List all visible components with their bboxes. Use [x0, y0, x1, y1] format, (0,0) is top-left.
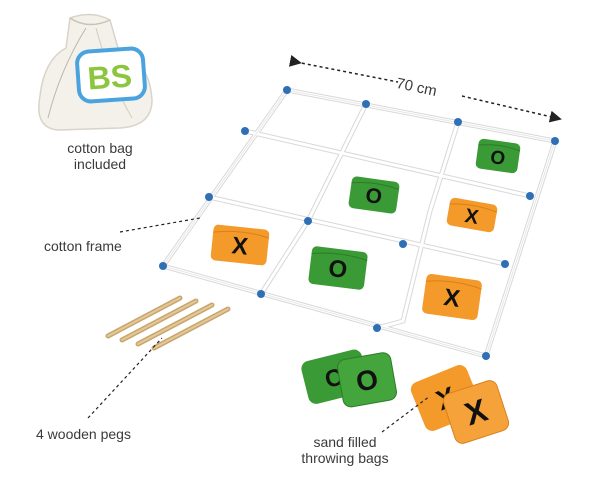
- board-bag-1: O: [475, 138, 521, 174]
- frame-knot: [399, 240, 407, 248]
- throwing-bags-label-line1: sand filled: [313, 434, 377, 450]
- bag-mark-o: O: [489, 147, 507, 170]
- bag-mark-o: O: [327, 255, 349, 284]
- bag-logo: BS: [86, 58, 133, 97]
- frame-knots: [159, 86, 559, 360]
- board-bag-4: X: [210, 224, 270, 266]
- throwing-bags-label: sand filled throwing bags: [290, 434, 400, 466]
- frame-knot: [257, 290, 265, 298]
- frame-knot: [304, 217, 312, 225]
- cotton-bag-label: cotton bag included: [52, 140, 148, 172]
- loose-bag-4: X: [442, 380, 510, 444]
- bag-mark-x: X: [442, 284, 462, 313]
- cotton-bag-label-line2: included: [73, 156, 127, 172]
- frame-knot: [241, 127, 249, 135]
- frame-knot: [501, 260, 509, 268]
- board-bag-2: O: [348, 176, 400, 214]
- bag-mark-x: X: [463, 205, 481, 229]
- loose-bag-2: O: [336, 352, 397, 408]
- leader-pegs: [87, 337, 163, 419]
- bag-mark-o: O: [354, 363, 381, 397]
- frame-knot: [526, 192, 534, 200]
- bag-mark-x: X: [230, 232, 249, 261]
- board-bag-3: X: [446, 197, 498, 233]
- bag-logo-backdrop: [75, 46, 147, 104]
- frame-knot: [362, 100, 370, 108]
- frame-knot: [454, 118, 462, 126]
- throwing-bags-label-line2: throwing bags: [301, 450, 389, 466]
- dimension-arrow: [288, 54, 562, 123]
- frame-knot: [283, 86, 291, 94]
- cotton-bag-label-line1: cotton bag: [67, 140, 133, 156]
- board-bag-6: X: [422, 273, 482, 321]
- cotton-frame: [158, 87, 559, 360]
- leader-frame: [119, 217, 201, 233]
- frame-knot: [159, 262, 167, 270]
- wooden-peg-icon: [151, 306, 231, 351]
- frame-knot: [205, 193, 213, 201]
- wooden-peg-icon: [119, 298, 199, 343]
- cotton-bag-icon: BS: [38, 13, 153, 131]
- wooden-pegs: [105, 295, 231, 351]
- wooden-pegs-label: 4 wooden pegs: [36, 426, 131, 442]
- board-bag-5: O: [308, 246, 368, 290]
- frame-knot: [482, 352, 490, 360]
- wooden-peg-icon: [105, 295, 183, 339]
- frame-knot: [373, 324, 381, 332]
- wooden-peg-icon: [135, 302, 215, 347]
- frame-knot: [551, 137, 559, 145]
- bag-mark-o: O: [364, 184, 383, 209]
- cotton-frame-label: cotton frame: [44, 238, 122, 254]
- leader-bags: [381, 395, 431, 433]
